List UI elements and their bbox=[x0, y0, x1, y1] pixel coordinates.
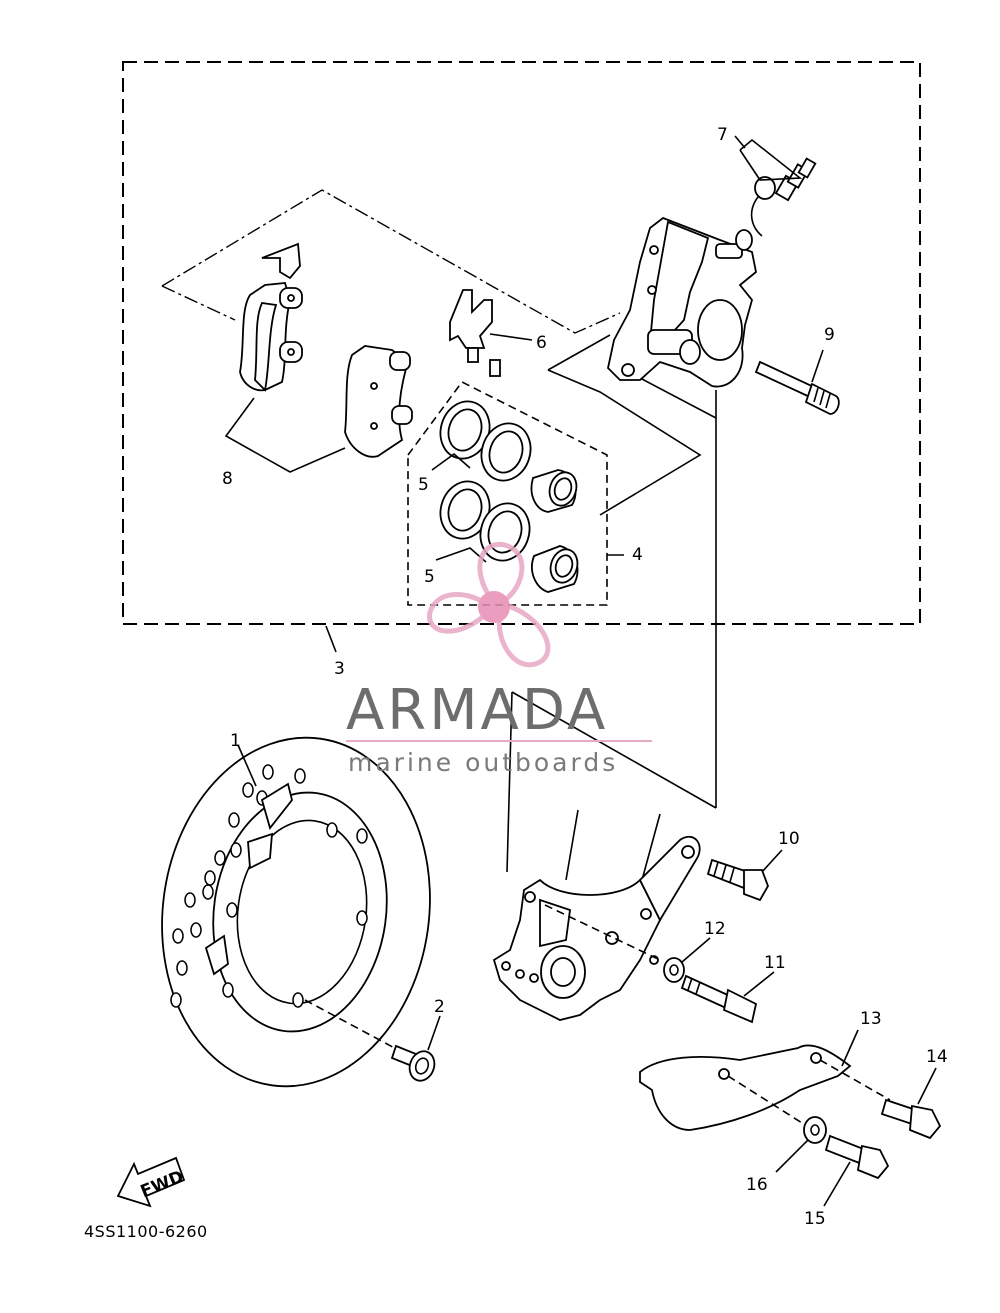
brake-caliper-body bbox=[607, 216, 757, 388]
clip-callout-leader bbox=[489, 333, 533, 341]
pad-group-leader-2 bbox=[161, 285, 236, 321]
callout-16: 16 bbox=[746, 1175, 768, 1195]
callout-14: 14 bbox=[926, 1047, 948, 1067]
caliper-slide-pin bbox=[754, 360, 840, 415]
bolt-14-leader bbox=[917, 1067, 937, 1105]
brake-pad-left bbox=[239, 242, 303, 392]
cover-axis bbox=[727, 1075, 811, 1129]
seal-kit-leader bbox=[547, 334, 611, 371]
watermark-divider bbox=[346, 740, 652, 742]
bolt-11-leader bbox=[743, 971, 775, 997]
watermark-tagline: marine outboards bbox=[348, 748, 619, 777]
washer-16 bbox=[803, 1116, 827, 1144]
bolt-15-leader bbox=[823, 1161, 851, 1207]
caliper-mount-bolt-lower bbox=[680, 974, 758, 1024]
caliper-mount-bolt-upper bbox=[706, 858, 769, 902]
disc-leader bbox=[237, 744, 257, 787]
cover-bolt-15 bbox=[824, 1134, 890, 1180]
caliper-to-vertical bbox=[639, 377, 717, 419]
disc-cover bbox=[639, 1044, 852, 1131]
callout-15: 15 bbox=[804, 1209, 826, 1229]
washer-16-leader bbox=[775, 1139, 809, 1173]
watermark-propeller-icon bbox=[427, 542, 551, 668]
diagram-reference-code: 4SS1100-6260 bbox=[84, 1222, 208, 1241]
bolt-10-leader bbox=[761, 849, 783, 873]
forward-direction-arrow: FWD bbox=[116, 1156, 187, 1208]
mount-axis bbox=[544, 904, 661, 961]
slide-pin-leader bbox=[811, 349, 824, 383]
callout-10: 10 bbox=[778, 829, 800, 849]
seal-leader-upper bbox=[431, 452, 471, 471]
callout-6: 6 bbox=[536, 333, 547, 353]
callout-3: 3 bbox=[334, 659, 345, 679]
callout-2: 2 bbox=[434, 997, 445, 1017]
caliper-piston-lower bbox=[531, 545, 579, 593]
callout-1: 1 bbox=[230, 731, 241, 751]
callout-13: 13 bbox=[860, 1009, 882, 1029]
disc-bolt-axis bbox=[304, 999, 403, 1053]
callout-5-upper: 5 bbox=[418, 475, 429, 495]
pad-bracket-leader bbox=[224, 397, 346, 473]
bleed-screw bbox=[750, 157, 817, 237]
callout-5-lower: 5 bbox=[424, 567, 435, 587]
seal-kit-boundary bbox=[407, 380, 608, 606]
callout-11: 11 bbox=[764, 953, 786, 973]
watermark-name: ARMADA bbox=[346, 678, 609, 743]
brake-pad-right bbox=[344, 345, 413, 458]
assembly-callout-leader bbox=[325, 625, 337, 653]
washer-12 bbox=[663, 957, 685, 983]
callout-7: 7 bbox=[717, 125, 728, 145]
brake-disc bbox=[161, 736, 431, 1088]
disc-bolt-leader bbox=[427, 1015, 441, 1051]
pad-group-leader bbox=[161, 189, 621, 334]
disc-bolt bbox=[390, 1044, 436, 1082]
cover-leader bbox=[841, 1029, 859, 1067]
cover-axis-2 bbox=[819, 1059, 891, 1101]
callout-12: 12 bbox=[704, 919, 726, 939]
caliper-piston-upper bbox=[530, 469, 578, 513]
bleed-callout-leader bbox=[734, 135, 746, 149]
piston-seal-lower-left bbox=[439, 480, 491, 540]
mount-leader bbox=[511, 691, 717, 809]
callout-4: 4 bbox=[632, 545, 643, 565]
callout-8: 8 bbox=[222, 469, 233, 489]
callout-9: 9 bbox=[824, 325, 835, 345]
pad-spring-clip bbox=[449, 289, 501, 377]
cover-bolt-14 bbox=[880, 1098, 942, 1140]
piston-seal-upper-right bbox=[480, 422, 532, 482]
caliper-assembly-boundary bbox=[122, 61, 921, 625]
mount-leader-2 bbox=[506, 691, 513, 873]
bleed-screw-leader bbox=[739, 138, 803, 181]
washer-12-leader bbox=[681, 937, 711, 963]
fork-caliper-mount bbox=[492, 809, 701, 1021]
seal-kit-leader-2 bbox=[547, 369, 702, 516]
